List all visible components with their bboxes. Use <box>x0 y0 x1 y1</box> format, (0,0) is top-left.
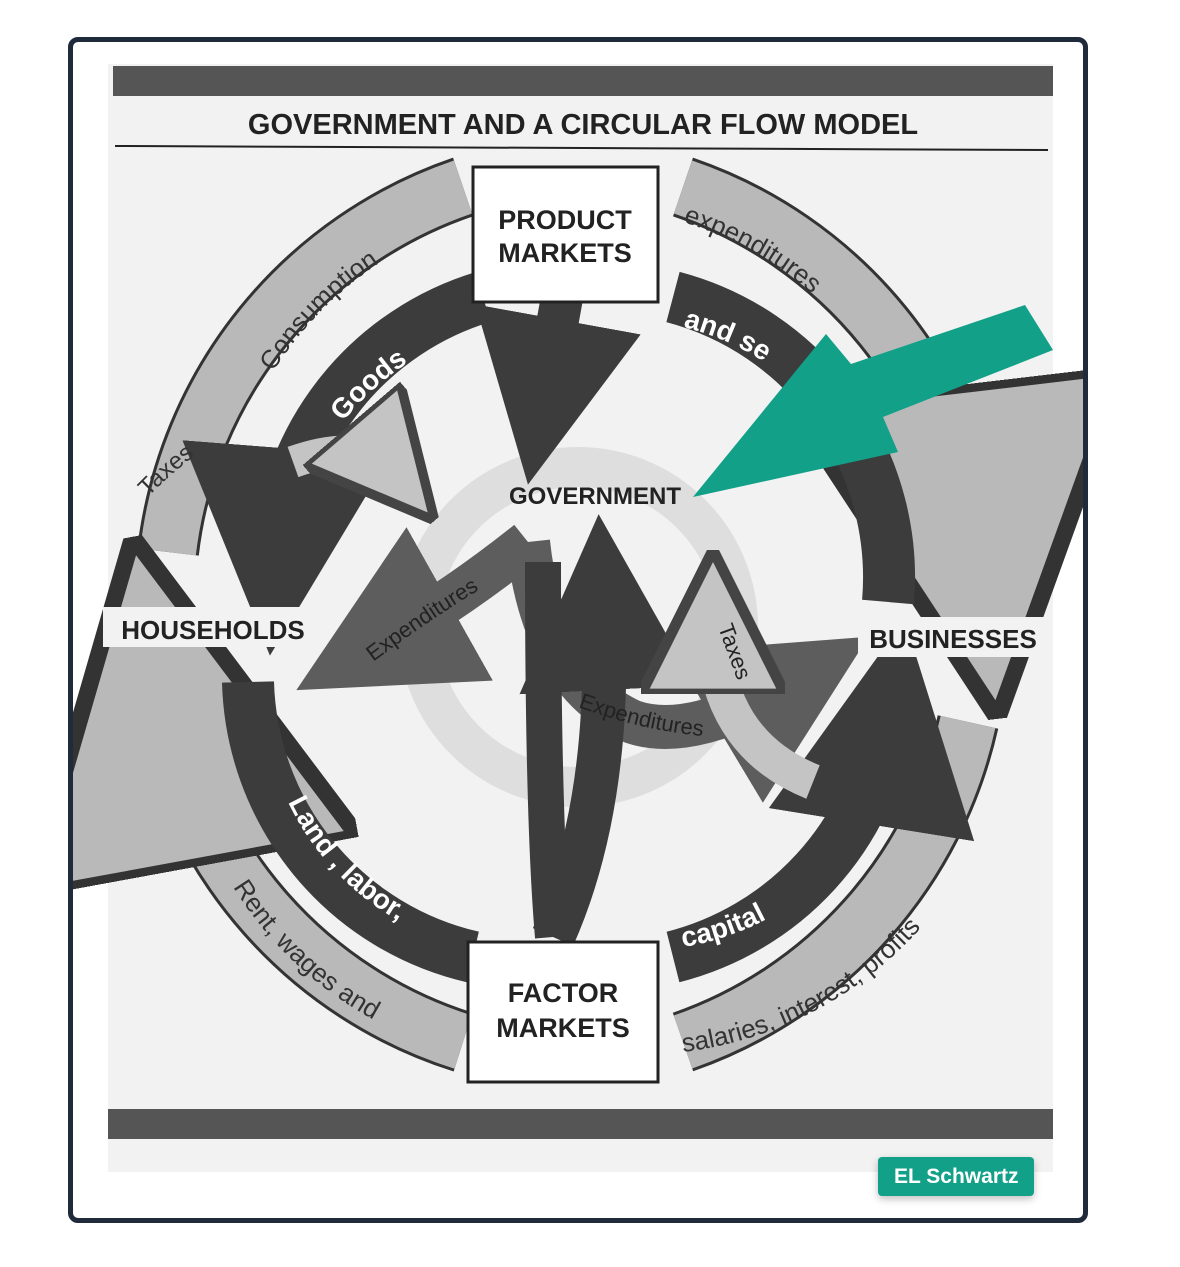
households-label-bg <box>103 607 323 647</box>
factor-markets-box <box>466 940 660 1084</box>
image-card: GOVERNMENT AND A CIRCULAR FLOW MODEL <box>68 37 1088 1223</box>
bottom-bar <box>108 1109 1053 1139</box>
product-markets-line1: PRODUCT <box>498 205 632 235</box>
arrow-taxes-right <box>713 622 821 799</box>
inner-arc-capital <box>666 619 975 983</box>
top-bar <box>113 66 1053 96</box>
title-underline <box>114 145 1049 151</box>
product-markets-box <box>471 165 660 304</box>
inner-arc-land-labor <box>222 681 480 983</box>
arrow-taxes-left <box>287 452 393 472</box>
government-label: GOVERNMENT <box>509 483 681 510</box>
outer-arc-rent <box>163 702 472 1069</box>
author-credit-badge: EL Schwartz <box>878 1157 1035 1196</box>
outer-arc-expenditures <box>673 160 978 552</box>
outer-arc-consumption <box>140 160 473 556</box>
households-label: HOUSEHOLDS <box>121 615 304 645</box>
diagram-title: GOVERNMENT AND A CIRCULAR FLOW MODEL <box>248 109 918 141</box>
circular-flow-diagram: GOVERNMENT AND A CIRCULAR FLOW MODEL <box>73 64 1083 1172</box>
factor-markets-line2: MARKETS <box>496 1013 630 1043</box>
product-markets-line2: MARKETS <box>498 238 632 268</box>
arrow-to-government <box>475 288 641 485</box>
businesses-label-bg <box>858 617 1053 657</box>
factor-markets-line1: FACTOR <box>508 978 619 1008</box>
arrow-government-to-factor <box>525 561 571 939</box>
pointer-arrow <box>693 305 1053 497</box>
businesses-label: BUSINESSES <box>869 624 1037 654</box>
